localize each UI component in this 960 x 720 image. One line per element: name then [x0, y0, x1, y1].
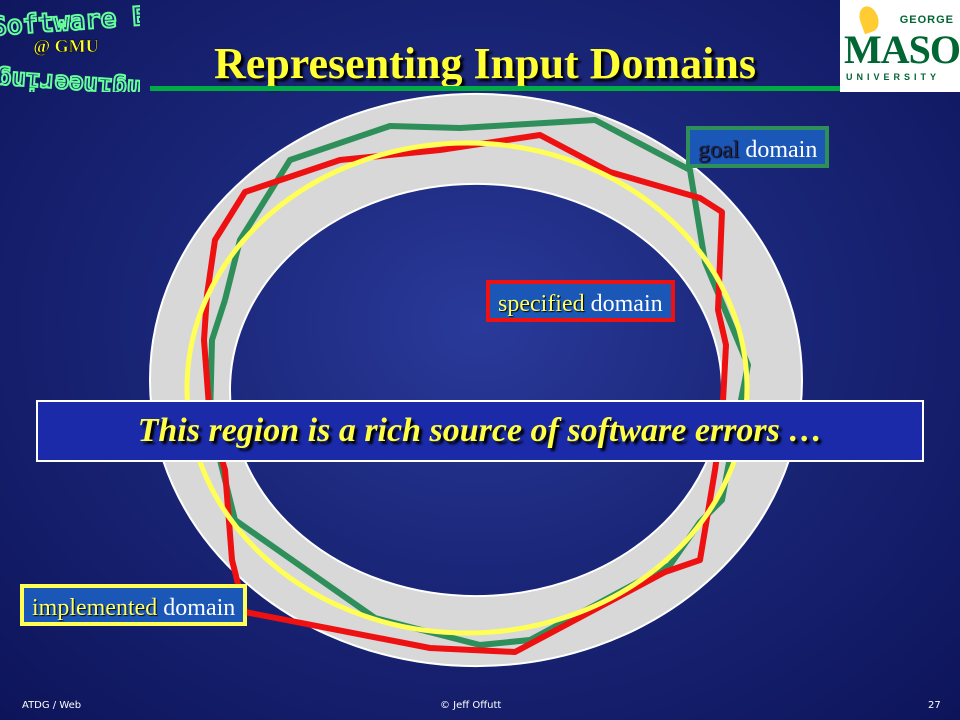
footer-copyright: © Jeff Offutt — [440, 700, 502, 711]
gmu-logo-university: UNIVERSITY — [846, 72, 941, 82]
goal-keyword: goal — [698, 137, 740, 163]
implemented-suffix: domain — [157, 595, 236, 621]
gmu-logo-mason: MASON — [844, 27, 960, 72]
goal-domain-label: goal domain — [686, 126, 830, 168]
footer-course: ATDG / Web — [22, 700, 82, 711]
gmu-logo-george: GEORGE — [899, 14, 954, 26]
implemented-domain-label: implemented domain — [20, 584, 248, 626]
goal-domain-outline — [207, 117, 751, 648]
specified-suffix: domain — [584, 291, 663, 317]
implemented-domain-outline — [184, 140, 750, 636]
boundary-ring — [148, 93, 804, 667]
error-region-callout: This region is a rich source of software… — [36, 400, 924, 462]
slide-title: Representing Input Domains — [214, 39, 756, 88]
software-engineering-gmu-logo: Software E @ GMU ngineering — [0, 1, 140, 92]
footer-page-number: 27 — [928, 700, 941, 711]
se-logo-mid: @ GMU — [33, 36, 98, 56]
specified-domain-label: specified domain — [486, 280, 675, 322]
goal-suffix: domain — [739, 137, 818, 163]
gmu-logo: GEORGE MASON UNIVERSITY — [840, 0, 960, 92]
specified-keyword: specified — [498, 291, 585, 317]
title-rule — [150, 86, 840, 91]
implemented-keyword: implemented — [32, 595, 158, 621]
